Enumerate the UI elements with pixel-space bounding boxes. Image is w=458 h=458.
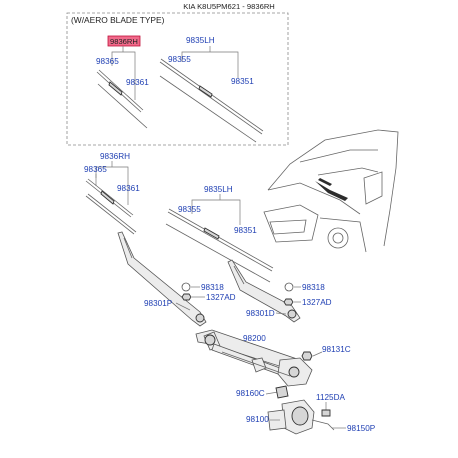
label-98301p: 98301P (144, 299, 173, 308)
label-98318-right: 98318 (302, 283, 325, 292)
inset-label-98355: 98355 (168, 55, 191, 64)
inset-leader-rh (111, 46, 136, 100)
inset-blade-rh[interactable] (96, 69, 148, 129)
bracket-icon-98160c[interactable] (275, 385, 289, 399)
inset-label-98361: 98361 (126, 78, 149, 87)
label-9835lh: 9835LH (204, 185, 233, 194)
nut-icon-right[interactable] (283, 298, 294, 306)
label-1125da: 1125DA (316, 393, 346, 402)
label-98301d: 98301D (246, 309, 275, 318)
nut-icon-left[interactable] (181, 293, 192, 301)
label-98355: 98355 (178, 205, 201, 214)
aero-blade-inset: (W/AERO BLADE TYPE) 9836RH 9835LH 98365 … (66, 12, 289, 146)
car-wiper-highlight (315, 181, 348, 201)
wiper-motor[interactable] (267, 399, 335, 435)
leader-9836rh (95, 161, 129, 205)
leader-98301d (275, 312, 287, 315)
label-1327ad-left: 1327AD (206, 293, 236, 302)
leader-9835lh (191, 194, 241, 225)
wiper-arm-lh[interactable] (227, 259, 301, 323)
label-98150p: 98150P (347, 424, 376, 433)
bolt-icon-1125da[interactable] (321, 409, 331, 417)
inset-label-98365: 98365 (96, 57, 119, 66)
wiper-arm-rh[interactable] (117, 231, 207, 327)
leader-98131c (312, 351, 323, 357)
part-reference-title: KIA K8U5PM621 - 9836RH (183, 2, 275, 11)
inset-frame (66, 12, 289, 146)
inset-leader-lh (181, 46, 239, 78)
cap-icon-left[interactable] (181, 282, 191, 292)
car-illustration (263, 129, 399, 253)
label-98318-left: 98318 (201, 283, 224, 292)
linkage-assembly[interactable] (195, 329, 313, 387)
label-9836rh: 9836RH (100, 152, 130, 161)
label-98100: 98100 (246, 415, 269, 424)
label-98365: 98365 (84, 165, 107, 174)
bolt-icon-98131c[interactable] (301, 351, 313, 361)
label-98361: 98361 (117, 184, 140, 193)
inset-blade-lh[interactable] (159, 58, 264, 143)
highlight-callout-label[interactable]: 9836RH (110, 37, 138, 46)
blade-rh[interactable] (85, 178, 137, 235)
leader-98301p (175, 302, 191, 311)
inset-variant-label: (W/AERO BLADE TYPE) (71, 15, 165, 25)
label-98200: 98200 (243, 334, 266, 343)
label-98131c: 98131C (322, 345, 351, 354)
label-98160c: 98160C (236, 389, 265, 398)
highlight-callout-box[interactable] (107, 35, 141, 47)
inset-label-98351: 98351 (231, 77, 254, 86)
label-1327ad-right: 1327AD (302, 298, 332, 307)
cap-icon-right[interactable] (284, 282, 294, 292)
leader-98160c (265, 391, 279, 395)
label-98351: 98351 (234, 226, 257, 235)
blade-lh[interactable] (165, 208, 274, 283)
inset-label-9835lh: 9835LH (186, 36, 215, 45)
